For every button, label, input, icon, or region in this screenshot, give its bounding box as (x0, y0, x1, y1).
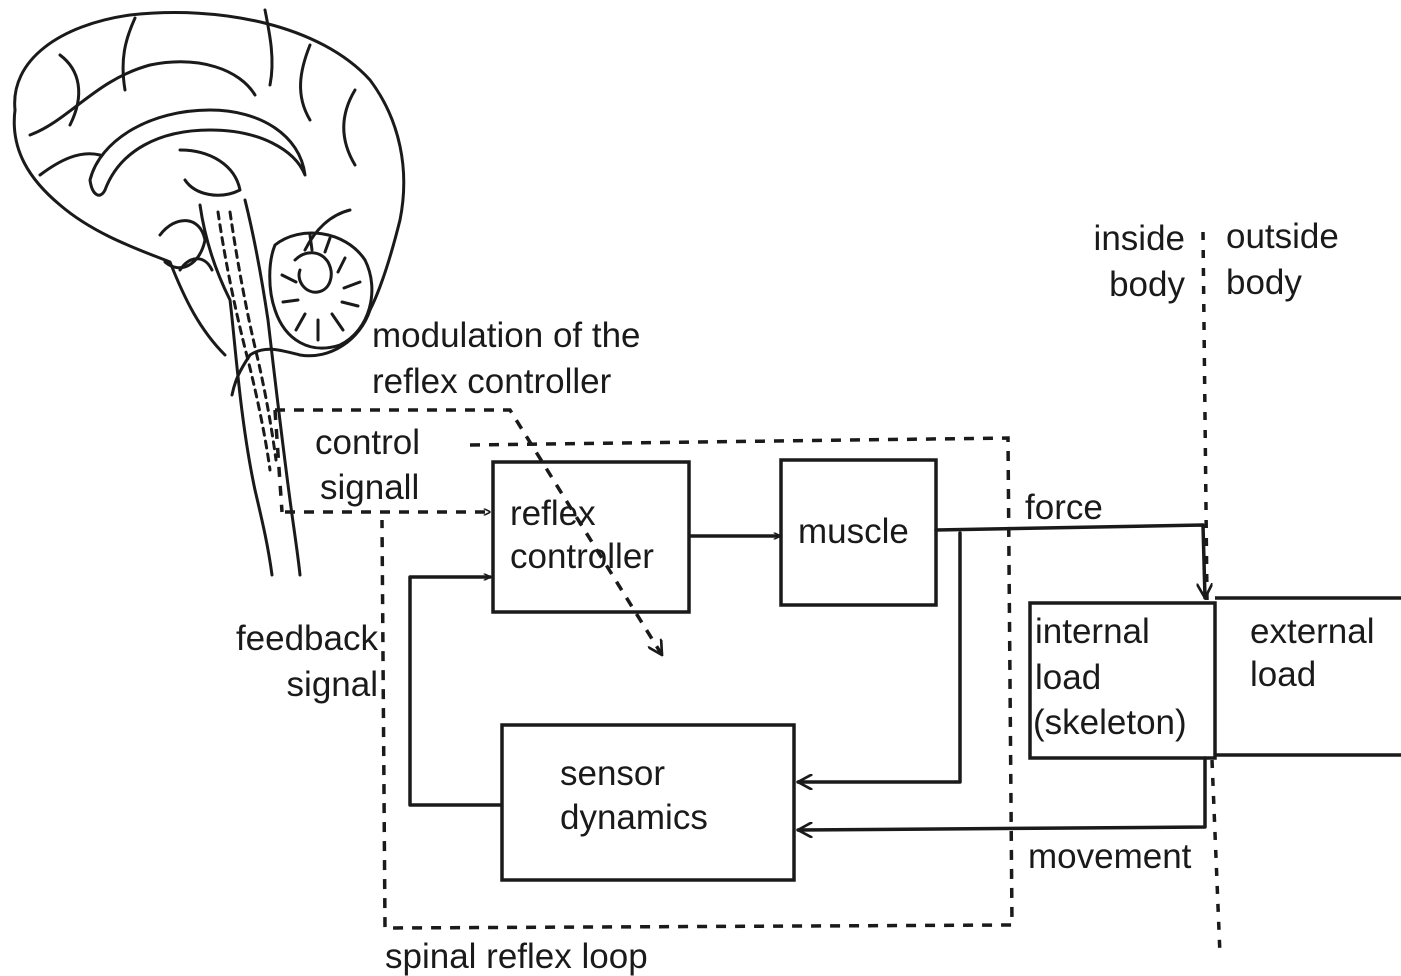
spinal-reflex-loop-label: spinal reflex loop (385, 937, 648, 976)
feedback-signal-label-line1: feedback (236, 619, 379, 658)
outside-body-label-line2: body (1226, 263, 1302, 302)
modulation-label-line2: reflex controller (372, 362, 612, 401)
external-load-label-line2: load (1250, 655, 1316, 694)
inside-body-label-line1: inside (1094, 219, 1185, 258)
force-arrow (936, 525, 1205, 598)
feedback-signal-label-line2: signal (287, 665, 378, 704)
reflex-controller-label-line2: controller (510, 537, 654, 576)
muscle-label: muscle (798, 512, 909, 551)
internal-load-label-line1: internal (1035, 612, 1150, 651)
sensor-dynamics-label-line2: dynamics (560, 798, 708, 837)
reflex-controller-label-line1: reflex (510, 494, 596, 533)
internal-load-label-line3: (skeleton) (1033, 703, 1187, 742)
movement-label: movement (1028, 837, 1192, 876)
modulation-label-line1: modulation of the (372, 316, 641, 355)
inside-body-label-line2: body (1109, 265, 1185, 304)
external-load-label-line1: external (1250, 612, 1375, 651)
sensor-dynamics-label-line1: sensor (560, 754, 665, 793)
feedback-signal-arrow (410, 577, 500, 805)
control-signal-label-line2: signall (320, 468, 419, 507)
force-label: force (1025, 488, 1103, 527)
control-signal-label-line1: control (315, 423, 420, 462)
movement-arrow (798, 758, 1205, 830)
internal-load-label-line2: load (1035, 658, 1101, 697)
outside-body-label-line1: outside (1226, 217, 1339, 256)
